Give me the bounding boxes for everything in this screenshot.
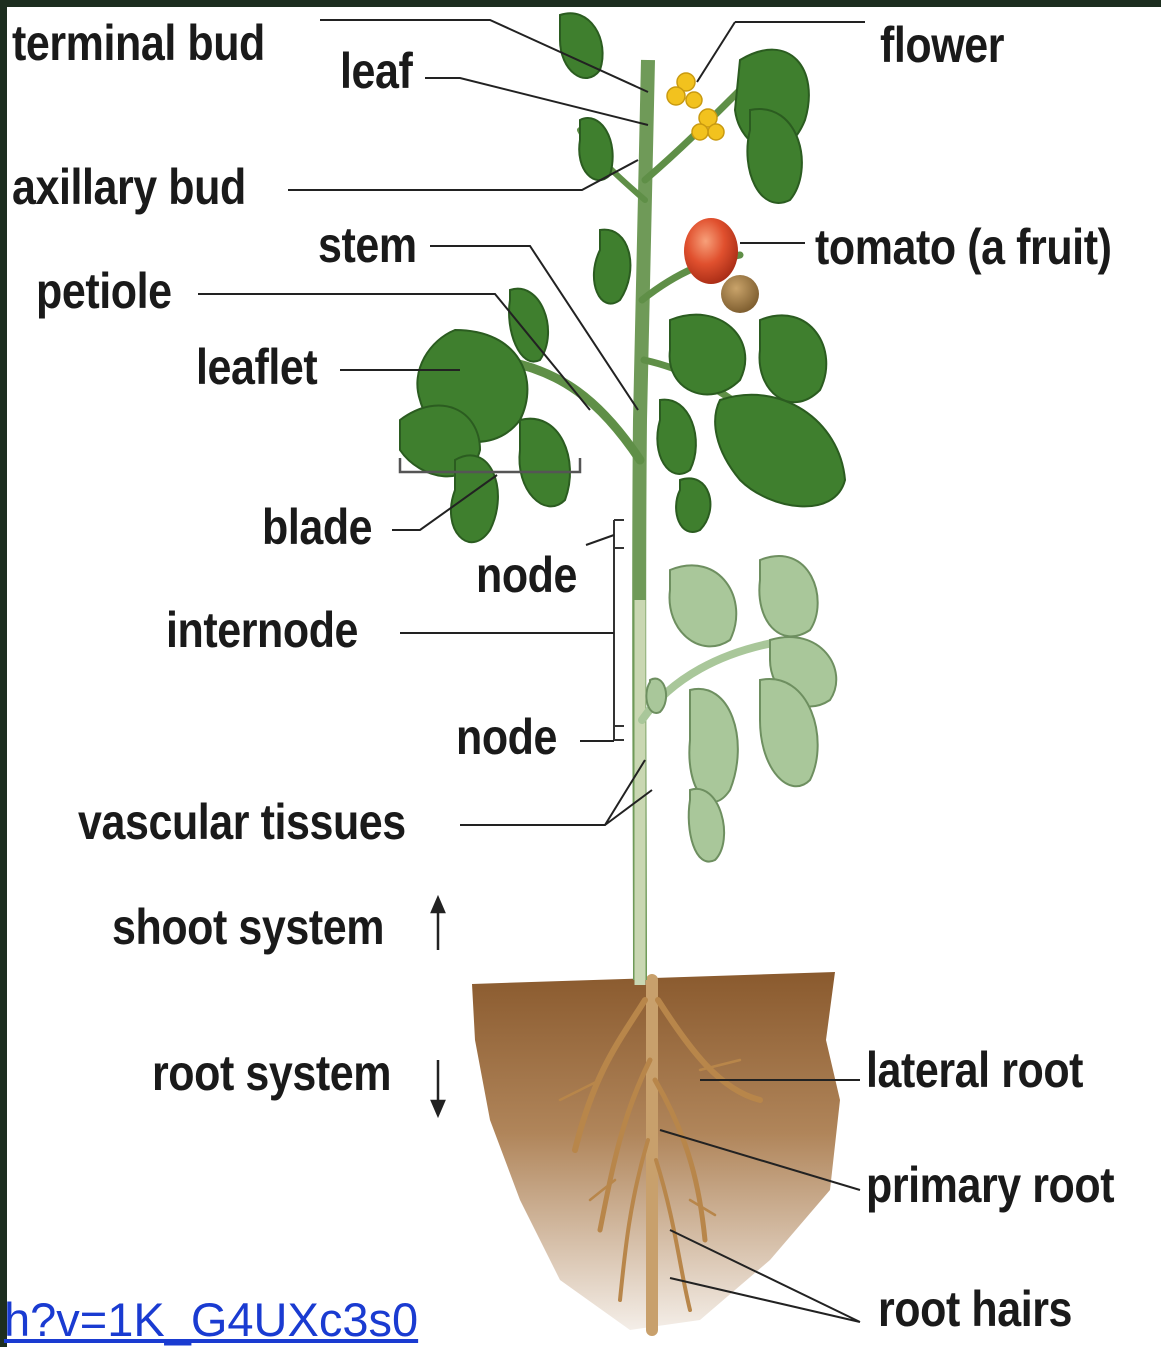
tomato-fruit-green — [721, 275, 759, 313]
label-stem: stem — [318, 220, 417, 270]
label-lateral-root: lateral root — [866, 1045, 1083, 1095]
leaves-dark — [400, 13, 845, 542]
label-shoot-system: shoot system — [112, 902, 384, 952]
label-flower: flower — [880, 20, 1004, 70]
video-link[interactable]: h?v=1K_G4UXc3s0 — [4, 1296, 418, 1343]
tomato-fruit-red — [684, 218, 738, 284]
label-axillary-bud: axillary bud — [12, 162, 246, 212]
system-arrows — [432, 898, 444, 1115]
label-terminal-bud: terminal bud — [12, 18, 265, 68]
internode-bracket — [614, 520, 624, 740]
label-root-system: root system — [152, 1048, 391, 1098]
label-blade: blade — [262, 502, 372, 552]
label-leaf: leaf — [340, 46, 412, 96]
leaves-light — [646, 556, 836, 862]
label-node-lower: node — [456, 712, 557, 762]
label-tomato: tomato (a fruit) — [815, 222, 1111, 272]
label-internode: internode — [166, 605, 358, 655]
label-primary-root: primary root — [866, 1160, 1114, 1210]
flowers — [667, 73, 724, 140]
label-node-upper: node — [476, 550, 577, 600]
label-petiole: petiole — [36, 266, 172, 316]
label-vascular-tissues: vascular tissues — [78, 797, 406, 847]
label-root-hairs: root hairs — [878, 1284, 1072, 1334]
label-leaflet: leaflet — [196, 342, 317, 392]
